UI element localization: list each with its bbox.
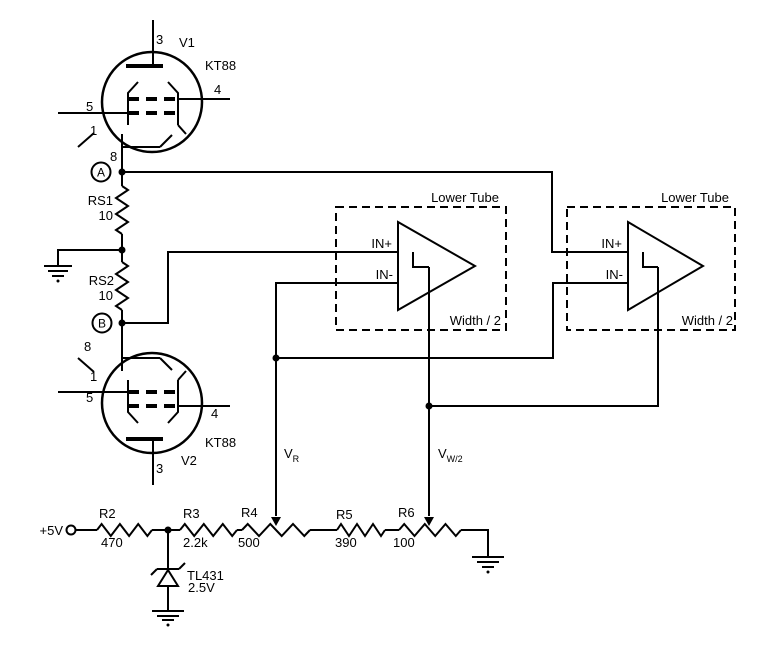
resistor-rs2 <box>114 261 130 311</box>
v1-model: KT88 <box>205 58 236 73</box>
rs2-ref: RS2 <box>89 273 114 288</box>
comp1-inplus-label: IN+ <box>371 236 392 251</box>
ground-symbol-tl431 <box>152 610 184 627</box>
tube-v2: 8 1 5 4 KT88 V2 3 <box>56 339 236 487</box>
v2-model: KT88 <box>205 435 236 450</box>
v1-designator: V1 <box>179 35 195 50</box>
ground-symbol-left <box>44 265 72 283</box>
node-b: B <box>91 312 126 334</box>
v2-pin4-label: 4 <box>211 406 218 421</box>
v1-pin3-label: 3 <box>156 32 163 47</box>
net-vref: VR <box>271 282 628 526</box>
node-a: A <box>90 161 126 183</box>
wire-midpoint-ground <box>57 249 122 266</box>
cathode-divider: RS1 10 RS2 10 <box>44 160 130 342</box>
supply-terminal <box>65 524 77 536</box>
r3-value: 2.2k <box>183 535 208 550</box>
comp1-hysteresis-icon <box>412 252 429 268</box>
resistor-r5 <box>336 522 386 538</box>
r2-ref: R2 <box>99 506 116 521</box>
comparator-1: Lower Tube IN+ IN- Width / 2 <box>335 190 507 331</box>
tube-v1: 3 V1 KT88 4 5 1 8 <box>56 18 236 166</box>
node-a-circle <box>90 161 112 183</box>
resistor-r2 <box>96 522 153 538</box>
node-b-circle <box>91 312 113 334</box>
junction-vref <box>272 354 280 362</box>
rs1-value: 10 <box>99 208 113 223</box>
comp2-inminus-label: IN- <box>606 267 623 282</box>
r5-ref: R5 <box>336 507 353 522</box>
wire-vwidth-to-comp2 <box>429 267 659 407</box>
tl431-ref: TL431 <box>187 568 224 583</box>
resistor-r3 <box>179 522 238 538</box>
wire-vref-to-comp2-inminus <box>276 282 628 359</box>
comp2-hysteresis-icon <box>642 252 658 268</box>
comp2-title: Lower Tube <box>661 190 729 205</box>
v1-pin5-label: 5 <box>86 99 93 114</box>
r2-value: 470 <box>101 535 123 550</box>
comp1-inminus-label: IN- <box>376 267 393 282</box>
r4-wiper-arrow <box>271 517 281 526</box>
tube-v1-symbol <box>56 18 232 166</box>
r4-value: 500 <box>238 535 260 550</box>
resistor-rs1 <box>114 185 130 235</box>
comp1-title: Lower Tube <box>431 190 499 205</box>
wire-b-to-comp1-inplus <box>122 251 398 324</box>
r4-ref: R4 <box>241 505 258 520</box>
v1-pin4-label: 4 <box>214 82 221 97</box>
v2-pin5-label: 5 <box>86 390 93 405</box>
tl431-value: 2.5V <box>188 580 215 595</box>
vref-label: VR <box>284 446 300 464</box>
comp1-width-label: Width / 2 <box>450 313 501 328</box>
wire-vref-vertical <box>275 282 398 516</box>
ground-symbol-right <box>472 556 504 574</box>
comp2-triangle <box>627 220 705 312</box>
comp2-width-label: Width / 2 <box>682 313 733 328</box>
rs1-ref: RS1 <box>88 193 113 208</box>
wire-a-to-comp2-inplus <box>122 171 628 253</box>
comparator-2: Lower Tube IN+ IN- Width / 2 <box>566 190 736 331</box>
v2-pin3-label: 3 <box>156 461 163 476</box>
junction-midpoint <box>118 246 126 254</box>
r6-ref: R6 <box>398 505 415 520</box>
comp2-dashed-box <box>566 206 736 331</box>
v1-pin1-label: 1 <box>90 123 97 138</box>
rs2-value: 10 <box>99 288 113 303</box>
r5-value: 390 <box>335 535 357 550</box>
supply-label: +5V <box>40 523 64 538</box>
wire-chain-ground <box>461 529 489 557</box>
vwidth-label: VW/2 <box>438 446 463 464</box>
comp1-triangle <box>397 220 478 312</box>
r6-wiper-arrow <box>424 517 434 526</box>
r6-value: 100 <box>393 535 415 550</box>
tl431-reference: TL431 2.5V <box>150 530 224 627</box>
comp2-inplus-label: IN+ <box>601 236 622 251</box>
node-b-label: B <box>98 317 106 331</box>
reference-chain: +5V R2 470 R3 2.2k R4 500 R5 390 R6 100 <box>40 505 504 574</box>
junction-vwidth <box>425 402 433 410</box>
comp1-dashed-box <box>335 206 507 331</box>
net-vwidth: VW/2 <box>424 267 659 526</box>
v2-pin1-label: 1 <box>90 369 97 384</box>
potentiometer-r6 <box>398 522 462 538</box>
node-a-label: A <box>97 166 105 180</box>
potentiometer-r4 <box>241 522 311 538</box>
v1-pin8-label: 8 <box>110 149 117 164</box>
v2-designator: V2 <box>181 453 197 468</box>
v2-pin8-label: 8 <box>84 339 91 354</box>
tube-v2-symbol <box>56 339 232 487</box>
r3-ref: R3 <box>183 506 200 521</box>
